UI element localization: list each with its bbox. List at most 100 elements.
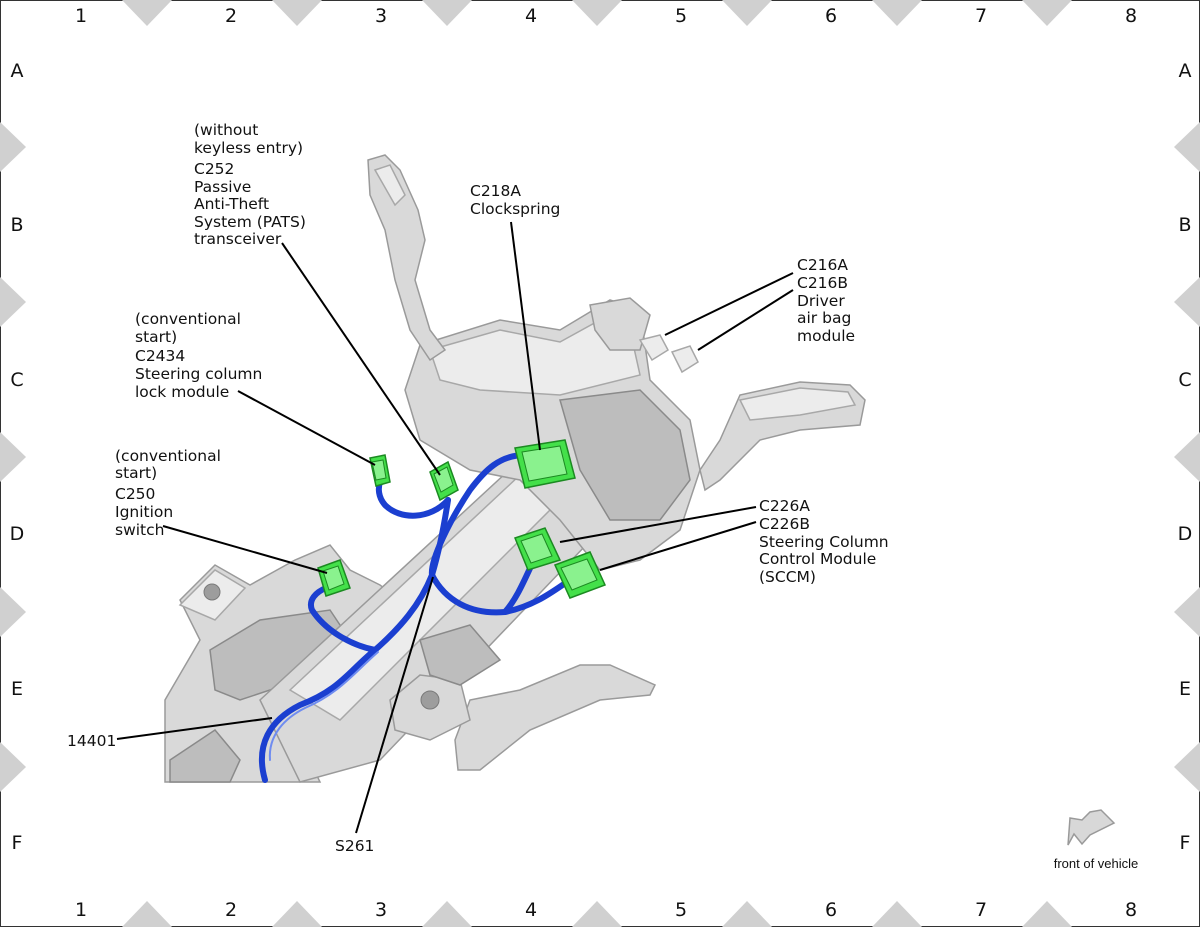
connector-c226a bbox=[514, 527, 562, 571]
callout-c250-line-1: (conventional bbox=[115, 447, 221, 465]
grid-row-c: C bbox=[10, 369, 23, 391]
grid-row-a: A bbox=[11, 60, 24, 82]
grid-col-8: 8 bbox=[1125, 5, 1137, 27]
grid-row-d: D bbox=[10, 523, 25, 545]
grid-row-labels-left: A B C D E F bbox=[10, 60, 25, 854]
wiring-harness bbox=[258, 452, 581, 783]
grid-col-6: 6 bbox=[825, 5, 837, 27]
connectors bbox=[317, 439, 607, 599]
harness-highlight bbox=[268, 651, 379, 761]
grid-col-6: 6 bbox=[825, 899, 837, 921]
tilt-bracket-hole bbox=[420, 690, 440, 710]
clockspring-tab bbox=[589, 297, 651, 351]
callout-c250-line-3: C250 bbox=[115, 485, 155, 503]
front-of-vehicle-indicator: front of vehicle bbox=[1054, 809, 1139, 871]
harness-c250-branch bbox=[308, 585, 378, 653]
grid-row-b: B bbox=[1178, 214, 1191, 236]
grid-column-labels-bottom: 1 2 3 4 5 6 7 8 bbox=[75, 899, 1137, 921]
callout-c252-line-6: System (PATS) bbox=[194, 213, 306, 231]
grid-col-8: 8 bbox=[1125, 899, 1137, 921]
callout-c218a-line-2: Clockspring bbox=[470, 200, 560, 218]
bracket-hole bbox=[203, 583, 221, 601]
grid-row-c: C bbox=[1178, 369, 1191, 391]
leader-c226b bbox=[599, 521, 757, 571]
callout-c226: C226A C226B Steering Column Control Modu… bbox=[759, 497, 889, 586]
leader-s261 bbox=[355, 576, 434, 834]
leader-c252 bbox=[281, 242, 441, 476]
grid-row-e: E bbox=[11, 678, 23, 700]
left-stalk-tip bbox=[373, 164, 406, 207]
callout-c226-line-3: Steering Column bbox=[759, 533, 889, 551]
callout-c252-line-4: Passive bbox=[194, 178, 251, 196]
grid-col-2: 2 bbox=[225, 5, 237, 27]
grid-row-e: E bbox=[1179, 678, 1191, 700]
callout-c2434-line-5: lock module bbox=[135, 383, 229, 401]
leader-c216b bbox=[697, 289, 794, 351]
grid-row-f: F bbox=[1180, 832, 1191, 854]
callout-c2434-line-3: C2434 bbox=[135, 347, 185, 365]
leader-c216a bbox=[664, 272, 794, 336]
callout-c2434-line-2: start) bbox=[135, 328, 177, 346]
grid-col-4: 4 bbox=[525, 899, 537, 921]
grid-col-5: 5 bbox=[675, 5, 687, 27]
callout-c216-line-2: C216B bbox=[797, 274, 848, 292]
callout-c252: (without keyless entry) C252 Passive Ant… bbox=[194, 121, 306, 248]
callout-c252-line-1: (without bbox=[194, 121, 258, 139]
grid-row-f: F bbox=[12, 832, 23, 854]
grid-col-7: 7 bbox=[975, 5, 987, 27]
grid-col-4: 4 bbox=[525, 5, 537, 27]
grid-col-3: 3 bbox=[375, 899, 387, 921]
callout-c252-line-3: C252 bbox=[194, 160, 234, 178]
callout-c250: (conventional start) C250 Ignition switc… bbox=[115, 447, 221, 539]
grid-col-7: 7 bbox=[975, 899, 987, 921]
c216a-connector bbox=[638, 334, 669, 362]
callout-c252-line-5: Anti-Theft bbox=[194, 195, 269, 213]
tilt-gear bbox=[419, 624, 502, 686]
left-stalk bbox=[367, 154, 447, 362]
callout-c226-line-4: Control Module bbox=[759, 550, 876, 568]
arrow-icon bbox=[1067, 809, 1116, 846]
lower-u-joint bbox=[169, 729, 241, 783]
grid-row-a: A bbox=[1179, 60, 1192, 82]
grid-col-1: 1 bbox=[75, 5, 87, 27]
connector-c226b bbox=[553, 551, 607, 599]
leader-c218a bbox=[510, 221, 541, 451]
connector-c218a bbox=[514, 439, 576, 489]
callout-c218a-line-1: C218A bbox=[470, 182, 521, 200]
callout-c2434-line-4: Steering column bbox=[135, 365, 262, 383]
front-of-vehicle-label: front of vehicle bbox=[1054, 856, 1139, 871]
connector-c250 bbox=[317, 559, 351, 597]
leader-c226a bbox=[559, 506, 757, 543]
sccm-body bbox=[559, 389, 691, 521]
c216b-connector bbox=[670, 345, 699, 374]
callout-s261: S261 bbox=[335, 837, 374, 855]
callout-c216-line-4: air bag bbox=[797, 309, 851, 327]
callout-c2434-line-1: (conventional bbox=[135, 310, 241, 328]
callout-c218a: C218A Clockspring bbox=[470, 182, 560, 218]
callout-c250-line-4: Ignition bbox=[115, 503, 173, 521]
grid-row-b: B bbox=[10, 214, 23, 236]
tilt-lever bbox=[454, 664, 657, 771]
callout-c216-line-3: Driver bbox=[797, 292, 845, 310]
grid-col-2: 2 bbox=[225, 899, 237, 921]
grid-col-3: 3 bbox=[375, 5, 387, 27]
callout-14401: 14401 bbox=[67, 732, 116, 750]
harness-clockspring-branch bbox=[428, 452, 528, 578]
grid-row-labels-right: A B C D E F bbox=[1178, 60, 1193, 854]
leader-lines bbox=[116, 221, 794, 834]
callout-c2434: (conventional start) C2434 Steering colu… bbox=[135, 310, 262, 401]
grid-column-labels-top: 1 2 3 4 5 6 7 8 bbox=[75, 5, 1137, 27]
callout-c216-line-1: C216A bbox=[797, 256, 848, 274]
harness-c2434-branch bbox=[375, 479, 451, 519]
callout-c226-line-2: C226B bbox=[759, 515, 810, 533]
leader-c250 bbox=[162, 525, 328, 574]
right-stalk-tip bbox=[738, 387, 857, 421]
callout-c216: C216A C216B Driver air bag module bbox=[797, 256, 855, 345]
callout-c250-line-5: switch bbox=[115, 521, 164, 539]
connector-c2434 bbox=[369, 454, 391, 487]
callout-c226-line-1: C226A bbox=[759, 497, 810, 515]
grid-col-5: 5 bbox=[675, 899, 687, 921]
